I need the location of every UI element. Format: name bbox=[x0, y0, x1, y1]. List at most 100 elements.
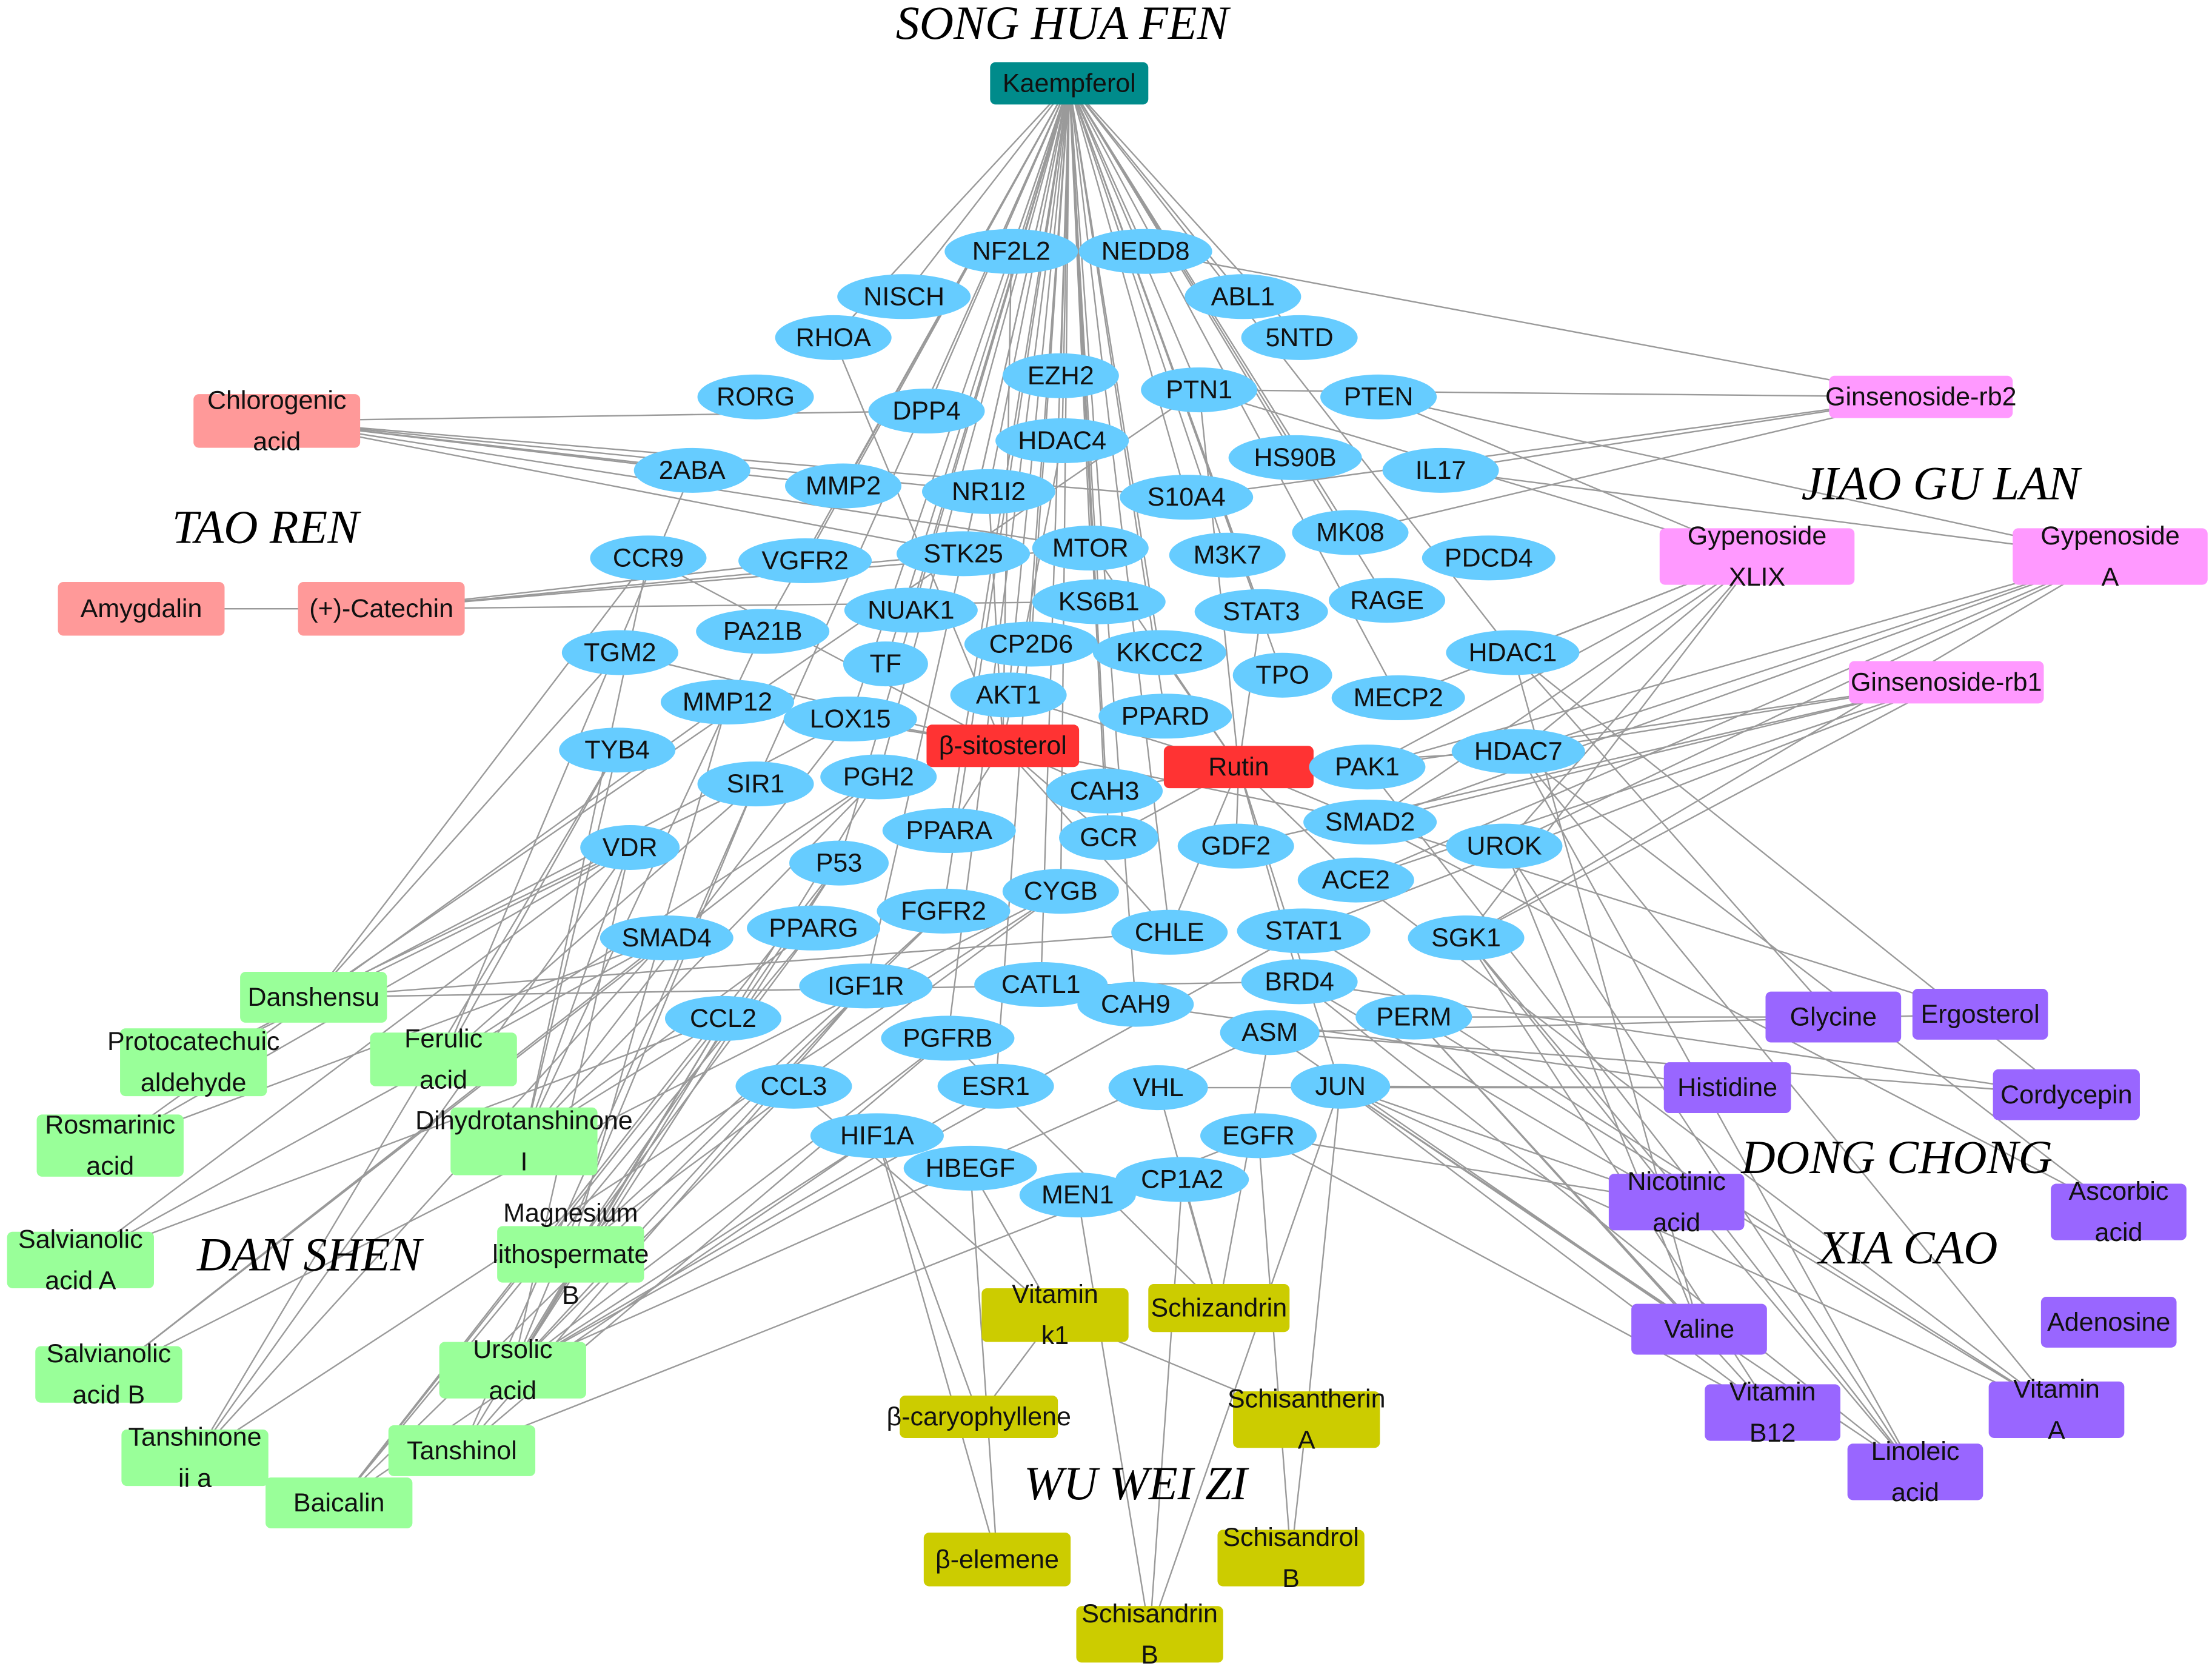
target-node-LOX15[interactable]: LOX15 bbox=[783, 696, 917, 741]
target-node-BRD4[interactable]: BRD4 bbox=[1241, 959, 1358, 1005]
compound-node-ergosterol[interactable]: Ergosterol bbox=[1912, 989, 2048, 1040]
target-node-S10A4[interactable]: S10A4 bbox=[1120, 475, 1254, 520]
compound-node-rutin[interactable]: Rutin bbox=[1163, 746, 1314, 789]
compound-node-amygdalin[interactable]: Amygdalin bbox=[58, 581, 225, 636]
target-node-RHOA[interactable]: RHOA bbox=[775, 315, 892, 360]
target-node-SGK1[interactable]: SGK1 bbox=[1408, 915, 1525, 961]
target-node-TPO[interactable]: TPO bbox=[1232, 652, 1332, 698]
compound-node-baicalin[interactable]: Baicalin bbox=[266, 1477, 413, 1529]
target-node-CP2D6[interactable]: CP2D6 bbox=[964, 621, 1098, 667]
target-node-2ABA[interactable]: 2ABA bbox=[633, 447, 750, 493]
target-node-GDF2[interactable]: GDF2 bbox=[1177, 823, 1294, 869]
target-node-CP1A2[interactable]: CP1A2 bbox=[1115, 1157, 1249, 1202]
target-node-VHL[interactable]: VHL bbox=[1108, 1065, 1208, 1111]
target-node-GCR[interactable]: GCR bbox=[1059, 815, 1159, 860]
target-node-KKCC2[interactable]: KKCC2 bbox=[1092, 630, 1226, 675]
target-node-CYGB[interactable]: CYGB bbox=[1002, 869, 1119, 914]
target-node-NR1I2[interactable]: NR1I2 bbox=[922, 469, 1055, 514]
target-node-PDCD4[interactable]: PDCD4 bbox=[1422, 535, 1555, 581]
target-node-TYB4[interactable]: TYB4 bbox=[559, 727, 676, 773]
target-node-MMP2[interactable]: MMP2 bbox=[785, 463, 902, 509]
compound-node-elemene[interactable]: β-elemene bbox=[923, 1533, 1071, 1587]
target-node-M3K7[interactable]: M3K7 bbox=[1169, 532, 1286, 578]
target-node-UROK[interactable]: UROK bbox=[1446, 823, 1563, 869]
target-node-VDR[interactable]: VDR bbox=[580, 825, 680, 870]
target-node-SMAD4[interactable]: SMAD4 bbox=[600, 915, 733, 961]
compound-node-caryo[interactable]: β-caryophyllene bbox=[886, 1396, 1071, 1438]
target-node-ESR1[interactable]: ESR1 bbox=[937, 1063, 1054, 1109]
target-node-ABL1[interactable]: ABL1 bbox=[1185, 274, 1301, 319]
compound-node-adenosine[interactable]: Adenosine bbox=[2040, 1296, 2177, 1348]
target-node-PGH2[interactable]: PGH2 bbox=[820, 754, 937, 800]
target-node-RAGE[interactable]: RAGE bbox=[1329, 578, 1446, 623]
target-node-PA21B[interactable]: PA21B bbox=[696, 609, 830, 654]
target-node-CCR9[interactable]: CCR9 bbox=[590, 535, 707, 581]
target-node-PPARD[interactable]: PPARD bbox=[1098, 694, 1232, 739]
target-node-SMAD2[interactable]: SMAD2 bbox=[1303, 800, 1437, 845]
target-node-PTN1[interactable]: PTN1 bbox=[1141, 367, 1258, 413]
target-node-TGM2[interactable]: TGM2 bbox=[561, 630, 678, 675]
target-node-EZH2[interactable]: EZH2 bbox=[1002, 353, 1119, 398]
target-node-ACE2[interactable]: ACE2 bbox=[1297, 857, 1414, 903]
target-node-PAK1[interactable]: PAK1 bbox=[1309, 744, 1426, 790]
target-node-DPP4[interactable]: DPP4 bbox=[868, 389, 985, 434]
target-node-NISCH[interactable]: NISCH bbox=[837, 274, 971, 319]
compound-node-valine[interactable]: Valine bbox=[1631, 1303, 1767, 1355]
target-node-MTOR[interactable]: MTOR bbox=[1032, 526, 1149, 571]
compound-node-tanshinol[interactable]: Tanshinol bbox=[388, 1425, 536, 1476]
target-node-CAH9[interactable]: CAH9 bbox=[1077, 982, 1194, 1027]
target-node-HBEGF[interactable]: HBEGF bbox=[903, 1145, 1037, 1191]
compound-node-danshensu[interactable]: Danshensu bbox=[240, 972, 387, 1023]
target-node-NF2L2[interactable]: NF2L2 bbox=[944, 229, 1078, 274]
target-node-HIF1A[interactable]: HIF1A bbox=[810, 1113, 944, 1159]
target-node-MEN1[interactable]: MEN1 bbox=[1019, 1172, 1136, 1218]
target-node-TF[interactable]: TF bbox=[843, 641, 928, 687]
target-node-PERM[interactable]: PERM bbox=[1355, 994, 1472, 1040]
compound-node-grb2[interactable]: Ginsenoside-rb2 bbox=[1825, 375, 2017, 418]
target-node-KS6B1[interactable]: KS6B1 bbox=[1032, 579, 1166, 624]
target-node-AKT1[interactable]: AKT1 bbox=[950, 672, 1067, 718]
target-node-VGFR2[interactable]: VGFR2 bbox=[738, 538, 872, 584]
target-node-SIR1[interactable]: SIR1 bbox=[697, 761, 814, 807]
compound-node-schizandrin[interactable]: Schizandrin bbox=[1148, 1283, 1290, 1333]
target-node-STAT1[interactable]: STAT1 bbox=[1237, 908, 1371, 954]
target-node-P53[interactable]: P53 bbox=[789, 840, 889, 886]
compound-node-catechin[interactable]: (+)-Catechin bbox=[298, 581, 465, 636]
target-node-MK08[interactable]: MK08 bbox=[1292, 510, 1409, 555]
target-node-FGFR2[interactable]: FGFR2 bbox=[877, 888, 1011, 934]
compound-node-glycine[interactable]: Glycine bbox=[1765, 991, 1902, 1043]
target-node-NEDD8[interactable]: NEDD8 bbox=[1078, 229, 1212, 274]
target-node-CAH3[interactable]: CAH3 bbox=[1046, 768, 1163, 814]
compound-node-cordycepin[interactable]: Cordycepin bbox=[1993, 1069, 2140, 1120]
target-node-STK25[interactable]: STK25 bbox=[897, 531, 1031, 577]
target-node-IGF1R[interactable]: IGF1R bbox=[799, 963, 933, 1009]
target-node-ASM[interactable]: ASM bbox=[1220, 1010, 1320, 1055]
compound-node-grb1[interactable]: Ginsenoside-rb1 bbox=[1848, 661, 2044, 704]
target-node-NUAK1[interactable]: NUAK1 bbox=[844, 587, 978, 633]
target-node-IL17[interactable]: IL17 bbox=[1382, 447, 1499, 493]
target-node-PPARA[interactable]: PPARA bbox=[882, 808, 1016, 854]
target-node-PTEN[interactable]: PTEN bbox=[1320, 374, 1437, 420]
target-node-CCL3[interactable]: CCL3 bbox=[735, 1063, 852, 1109]
target-node-CATL1[interactable]: CATL1 bbox=[974, 962, 1108, 1008]
compound-node-kaempferol[interactable]: Kaempferol bbox=[990, 62, 1149, 105]
target-node-MECP2[interactable]: MECP2 bbox=[1331, 675, 1465, 721]
compound-node-sitosterol[interactable]: β-sitosterol bbox=[926, 724, 1080, 768]
target-node-CCL2[interactable]: CCL2 bbox=[664, 995, 781, 1041]
